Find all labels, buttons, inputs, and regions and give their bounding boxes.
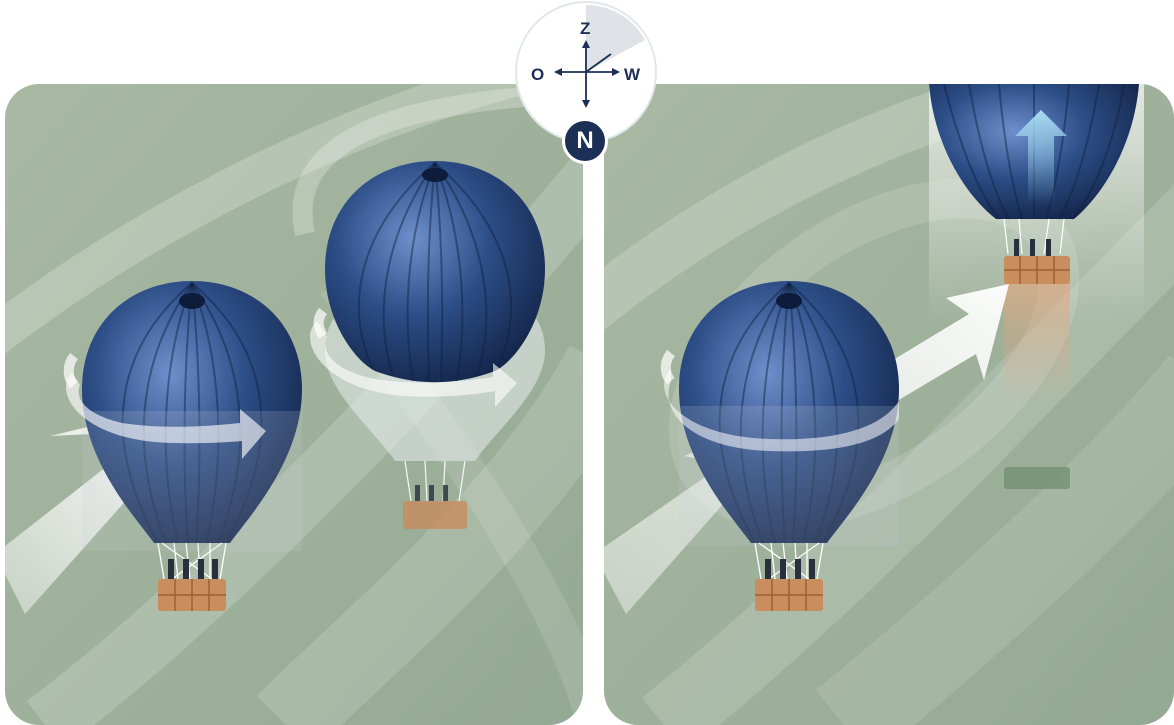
compass-west-label: O [531,66,544,83]
right-diagram-panel [604,84,1174,725]
left-scene [5,84,583,725]
compass-east-label: W [624,66,640,83]
compass-badge: N [562,118,608,164]
basket-shadow [1004,467,1070,489]
left-diagram-panel [5,84,583,725]
compass-north-label: Z [580,20,590,37]
right-scene [604,84,1174,725]
